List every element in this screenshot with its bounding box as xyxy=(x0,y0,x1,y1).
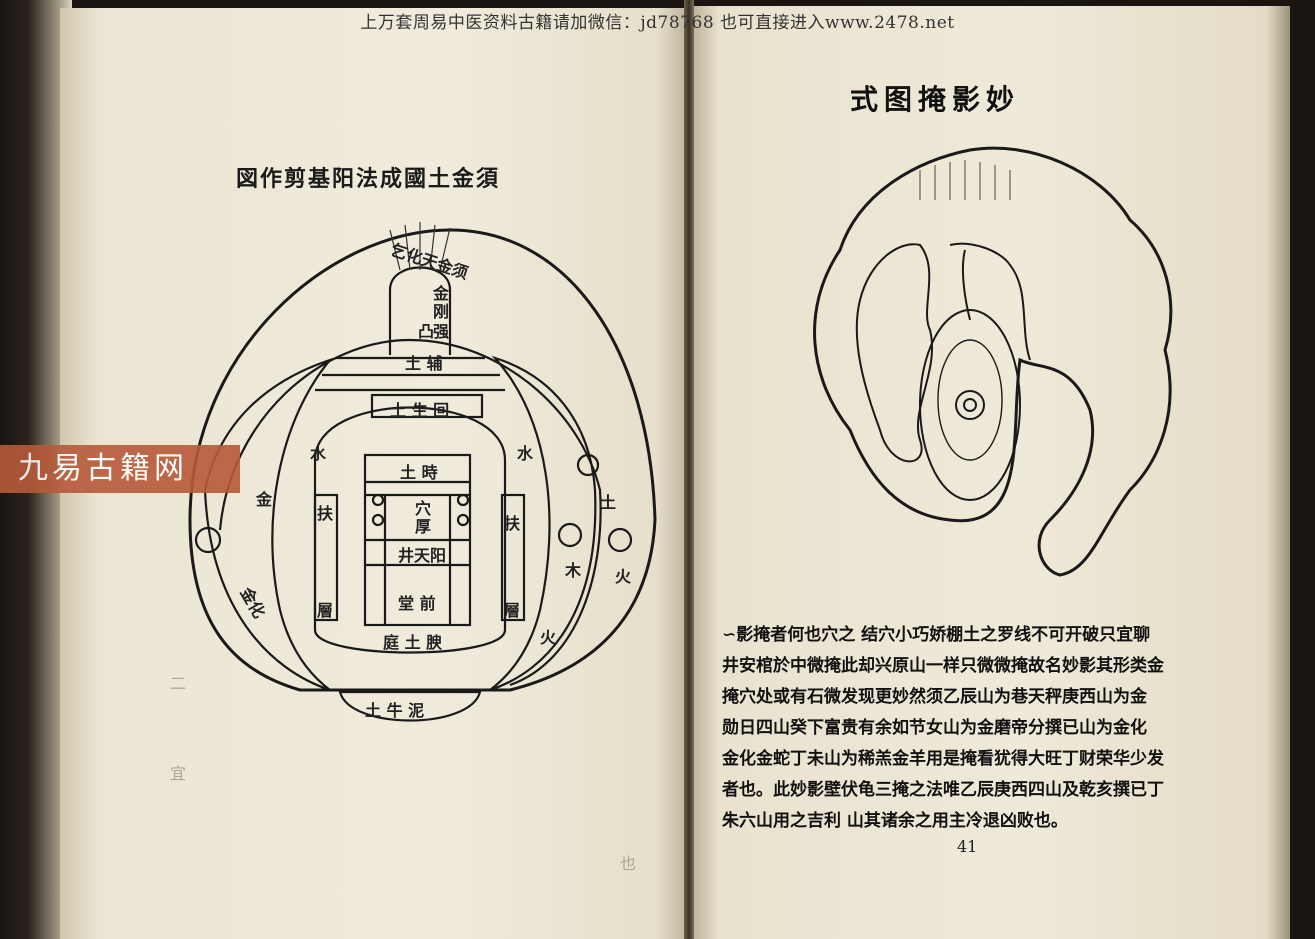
bleed-text: 二 xyxy=(170,674,187,693)
right-diagram-title: 式图掩影妙 xyxy=(850,83,1021,116)
right-diagram xyxy=(813,146,1173,577)
text-line: 金化金蛇丁未山为稀羔金羊用是掩看犹得大旺丁财荣华少发 xyxy=(722,749,1164,769)
label-right-mu: 木 xyxy=(565,561,582,580)
watermark-banner[interactable]: 上万套周易中医资料古籍请加微信：jd78768 也可直接进入www.2478.n… xyxy=(360,13,955,33)
label-well: 井天阳 xyxy=(398,546,447,565)
label-bar2: 土 生 回 xyxy=(390,401,450,420)
label-right-huo2: 火 xyxy=(540,628,557,647)
label-tower-2: 刚 xyxy=(433,302,450,321)
label-center-mid: 穴 xyxy=(415,499,432,518)
label-base: 土 牛 泥 xyxy=(365,701,425,720)
label-right-shui: 水 xyxy=(517,444,534,463)
label-left-fu: 扶 xyxy=(317,504,334,523)
label-left-ceng: 層 xyxy=(317,601,334,620)
label-left-jin: 金 xyxy=(256,490,273,509)
label-center-mid2: 厚 xyxy=(415,517,432,536)
label-right-ceng: 層 xyxy=(504,601,521,620)
label-right-huo: 火 xyxy=(615,567,632,586)
site-badge[interactable]: 九易古籍网 xyxy=(0,445,240,493)
text-line: 掩穴处或有石微发现更妙然须乙辰山为巷天秤庚西山为金 xyxy=(722,687,1147,707)
label-bottom: 庭 土 腴 xyxy=(383,633,443,652)
page-number: 41 xyxy=(957,837,978,856)
label-bar1: 土 辅 xyxy=(405,354,443,373)
label-left-shui: 水 xyxy=(310,444,327,463)
text-line: ∽影掩者何也穴之 结穴小巧娇棚土之罗线不可开破只宜聊 xyxy=(722,625,1151,645)
text-line: 者也。此妙影壁伏龟三掩之法唯乙辰庚西四山及乾亥撰已丁 xyxy=(722,780,1164,800)
label-center-top: 土 時 xyxy=(400,463,438,482)
label-right-fu: 扶 xyxy=(504,514,521,533)
right-page-text: ∽影掩者何也穴之 结穴小巧娇棚土之罗线不可开破只宜聊 井安棺於中微掩此却兴原山一… xyxy=(722,620,1224,837)
label-tower-4: 凸 xyxy=(418,322,435,341)
book-spine xyxy=(684,0,694,939)
label-tower-3: 强 xyxy=(433,322,450,341)
text-line: 井安棺於中微掩此却兴原山一样只微微掩故名妙影其形类金 xyxy=(722,656,1164,676)
text-line: 勋日四山癸下富贵有余如节女山为金磨帝分撰已山为金化 xyxy=(722,718,1147,738)
left-diagram xyxy=(188,222,657,722)
bleed-text: 宜 xyxy=(170,764,187,783)
left-diagram-title: 図作剪基阳法成國土金須 xyxy=(236,166,501,192)
bleed-text: 也 xyxy=(620,854,637,873)
right-page xyxy=(690,6,1290,939)
label-hall: 堂 前 xyxy=(398,594,436,613)
text-line: 朱六山用之吉利 山其诸余之用主冷退凶败也。 xyxy=(722,811,1068,831)
label-right-tu: 土 xyxy=(600,493,617,512)
label-tower-1: 金 xyxy=(433,284,450,303)
